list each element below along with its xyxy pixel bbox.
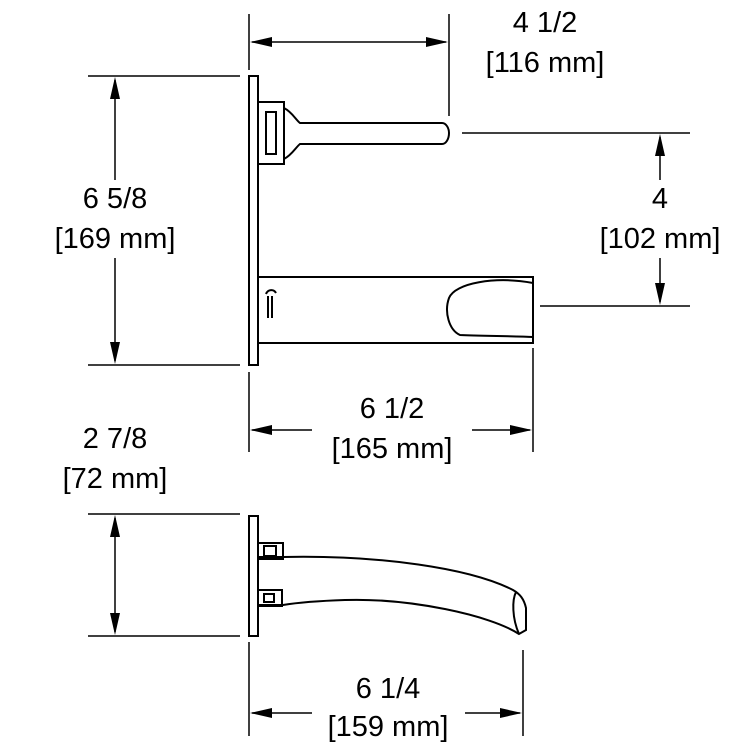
arrowhead: [426, 37, 448, 47]
brand-logo: [265, 289, 277, 318]
dimension-lines: [88, 14, 690, 736]
handle-lever: [283, 107, 451, 160]
arrowhead: [510, 425, 532, 435]
arrowhead: [655, 134, 665, 156]
spout-opening: [446, 279, 534, 338]
side-lower-nut: [257, 589, 283, 607]
top-width-fraction: 4 1/2: [513, 7, 578, 39]
arrowhead: [250, 708, 272, 718]
handle-to-spout-fraction: 4: [652, 183, 668, 215]
handle-base-inner: [265, 111, 277, 155]
arrowhead: [655, 283, 665, 305]
side-height-metric: [72 mm]: [63, 463, 168, 495]
front-spout: [258, 276, 534, 344]
front-wall-plate: [248, 75, 259, 366]
front-view: [248, 75, 534, 366]
arrowhead: [110, 515, 120, 537]
side-spout: [258, 555, 527, 636]
handle-base-outer: [257, 101, 285, 165]
arrowhead: [250, 37, 272, 47]
arrowhead: [250, 425, 272, 435]
arrowhead: [500, 708, 522, 718]
arrowhead: [110, 613, 120, 635]
side-handle-base: [257, 542, 284, 560]
side-lower-nut-inner: [263, 593, 275, 603]
spout-length-fraction: 6 1/2: [360, 393, 425, 425]
side-handle-nut: [263, 545, 277, 557]
side-spout-edge: [512, 591, 520, 635]
overall-height-metric: [169 mm]: [55, 223, 176, 255]
arrowhead: [110, 342, 120, 364]
spout-length-metric: [165 mm]: [332, 433, 453, 465]
top-width-metric: [116 mm]: [486, 47, 605, 79]
dimension-labels: 4 1/2 [116 mm] 6 5/8 [169 mm] 4 [102 mm]…: [55, 7, 721, 743]
side-length-metric: [159 mm]: [328, 711, 449, 743]
side-length-fraction: 6 1/4: [356, 673, 421, 705]
side-view: [248, 515, 527, 637]
arrowhead: [110, 77, 120, 99]
overall-height-fraction: 6 5/8: [83, 183, 148, 215]
side-wall-plate: [248, 515, 259, 637]
side-height-fraction: 2 7/8: [83, 423, 148, 455]
handle-to-spout-metric: [102 mm]: [600, 223, 721, 255]
